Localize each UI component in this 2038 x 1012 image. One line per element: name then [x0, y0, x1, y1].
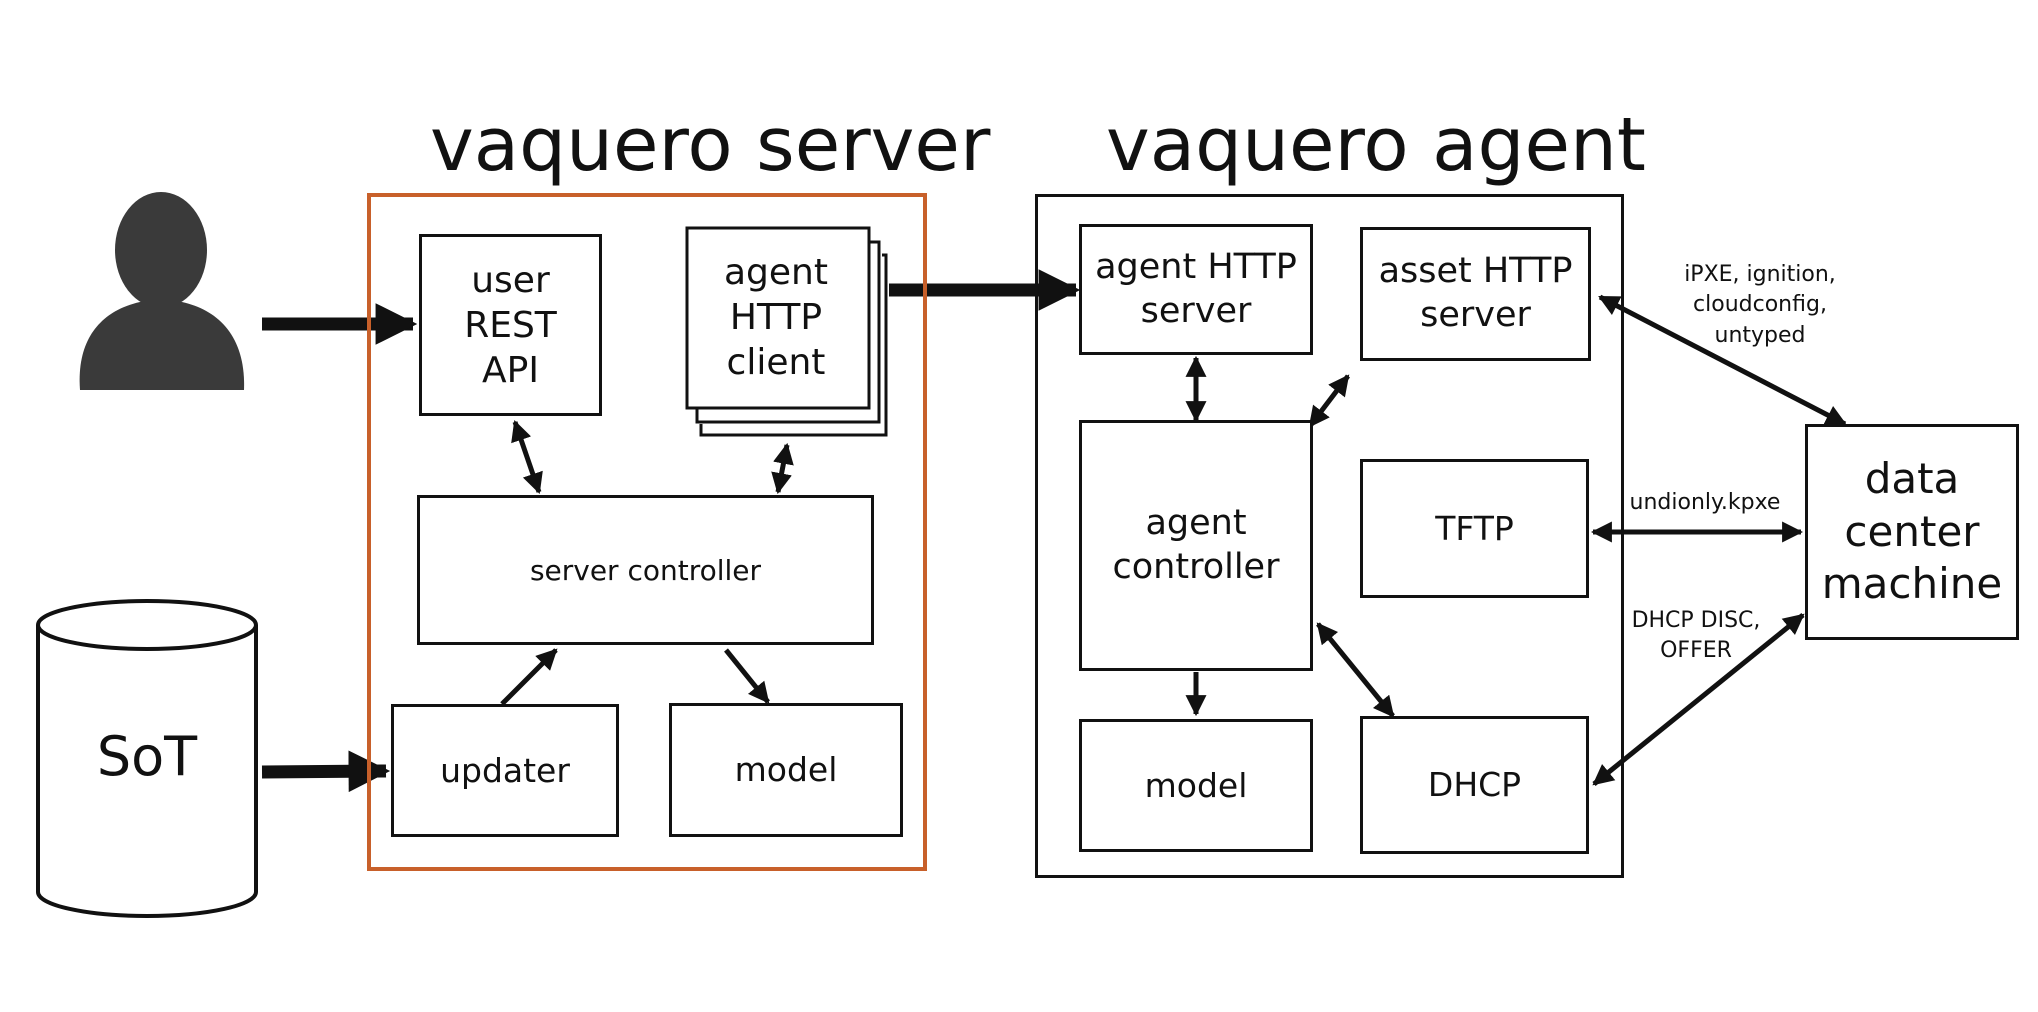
sot-label: SoT — [96, 725, 198, 788]
agent-container — [1035, 194, 1624, 878]
updater-box: updater — [391, 704, 619, 837]
agent-http-client-box: agent HTTP client — [724, 252, 828, 383]
controller-dhcp-arrow — [1316, 622, 1395, 718]
agent-controller-box: agent controller — [1079, 420, 1313, 671]
agent-http-server-box: agent HTTP server — [1079, 224, 1313, 355]
server-title: vaquero server — [430, 102, 991, 188]
dhcp-edge-label: DHCP DISC, OFFER — [1631, 608, 1761, 664]
undionly-edge-label: undionly.kpxe — [1629, 490, 1781, 515]
api-controller-arrow — [511, 420, 543, 494]
agent-http-client-stack — [685, 226, 888, 437]
asset-machine-arrow — [1598, 294, 1847, 427]
person-icon — [79, 192, 245, 390]
sot-database-icon — [36, 599, 258, 918]
server-controller-box: server controller — [417, 495, 874, 645]
server-container — [367, 193, 927, 871]
sot-to-updater-arrow — [261, 750, 391, 793]
tftp-box: TFTP — [1360, 459, 1589, 598]
asset-controller-arrow — [1308, 374, 1350, 428]
controller-to-model-arrow — [724, 648, 770, 704]
agent-title: vaquero agent — [1106, 102, 1646, 188]
updater-to-controller-arrow — [500, 648, 558, 706]
ipxe-edge-label: iPXE, ignition, cloudconfig, untyped — [1684, 262, 1836, 348]
client-controller-arrow — [771, 442, 794, 495]
asset-http-server-box: asset HTTP server — [1360, 227, 1591, 361]
data-center-machine-box: data center machine — [1805, 424, 2019, 640]
agent-model-box: model — [1079, 719, 1313, 852]
user-rest-api-box: user REST API — [419, 234, 602, 416]
dhcp-machine-arrow — [1592, 613, 1805, 786]
server-model-box: model — [669, 703, 903, 837]
dhcp-box: DHCP — [1360, 716, 1589, 854]
